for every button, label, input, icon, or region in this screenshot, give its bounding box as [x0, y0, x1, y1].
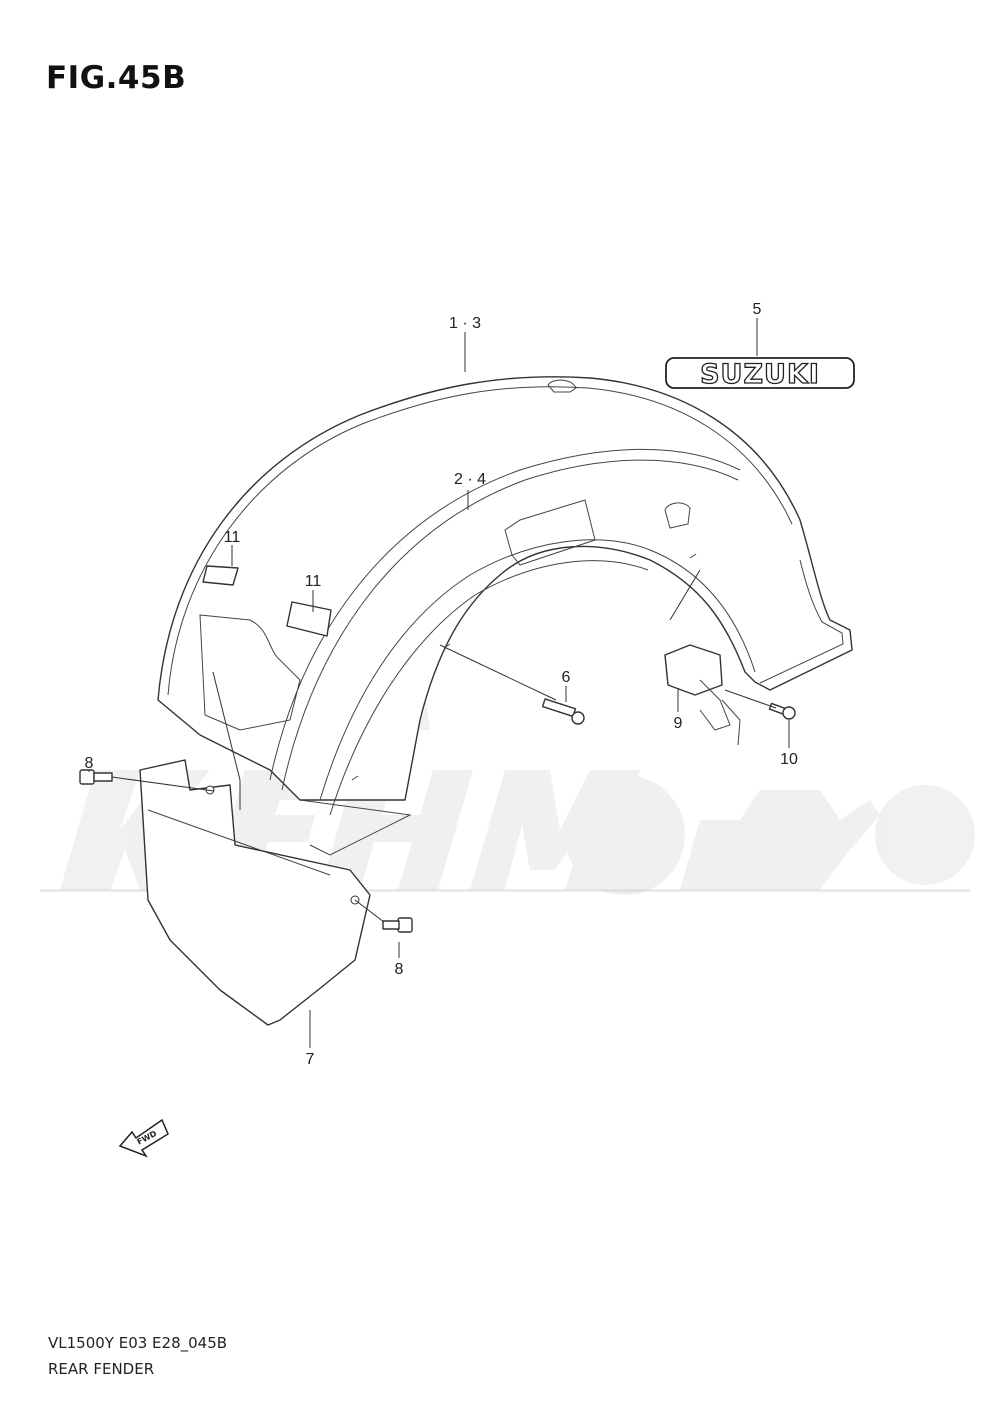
lock-screw-part — [768, 702, 796, 720]
helmet-lock-part — [664, 644, 741, 746]
figure-caption: REAR FENDER — [48, 1360, 155, 1378]
fender-mount-bracket — [199, 614, 301, 731]
reflector-label-left — [202, 565, 239, 586]
model-code: VL1500Y E03 E28_045B — [48, 1334, 228, 1352]
callout-inner-2-4: 2 · 4 — [454, 471, 486, 488]
callout-screw-6: 6 — [562, 669, 571, 686]
emblem-text: SUZUKI — [700, 359, 820, 390]
callout-bolt-8-upper: 8 — [85, 755, 94, 772]
leader-lines — [88, 318, 790, 1048]
screw-part — [541, 698, 585, 725]
watermark-baseline — [40, 889, 970, 892]
callout-lock-9: 9 — [674, 715, 683, 732]
forward-direction-arrow-icon: FWD — [118, 1118, 169, 1158]
rear-fender-inner-part — [299, 499, 756, 856]
suzuki-emblem-part: SUZUKI — [665, 357, 855, 391]
bolt-lower-part — [382, 917, 413, 933]
callout-label-11-left: 11 — [224, 529, 241, 546]
figure-footer: VL1500Y E03 E28_045B REAR FENDER — [48, 1330, 227, 1382]
callout-screw-10: 10 — [780, 751, 798, 768]
callout-fender-1-3: 1 · 3 — [449, 315, 481, 332]
callout-bolt-8-lower: 8 — [395, 961, 404, 978]
callout-emblem-5: 5 — [753, 301, 762, 318]
side-cover-top-edge — [147, 809, 331, 876]
callout-label-11-right: 11 — [305, 573, 322, 590]
side-cover-part — [139, 759, 371, 1026]
reflector-label-right — [286, 601, 332, 637]
callout-cover-7: 7 — [306, 1051, 315, 1068]
rear-fender-outer-part — [157, 376, 853, 801]
figure-title: FIG.45B — [46, 60, 187, 96]
